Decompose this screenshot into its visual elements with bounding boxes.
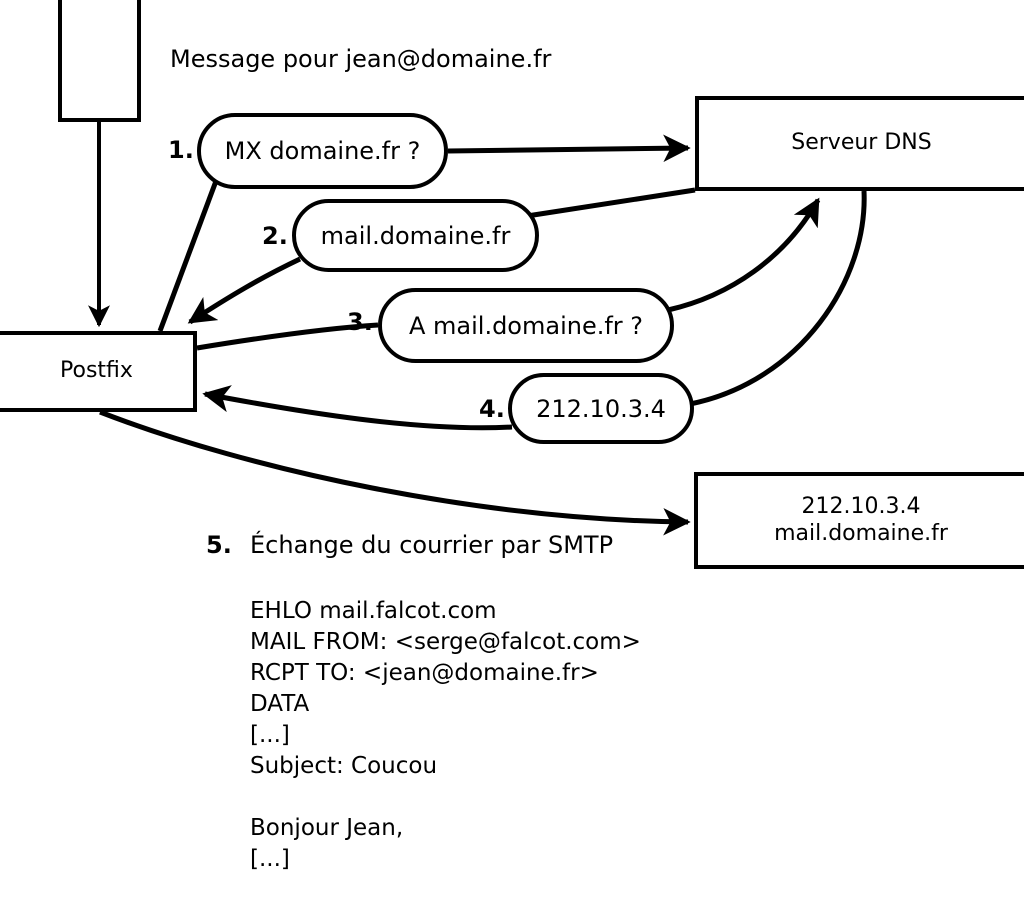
node-dns-server-label: Serveur DNS bbox=[791, 130, 932, 156]
node-target-hostname: mail.domaine.fr bbox=[774, 520, 948, 546]
smtp-transcript-line: DATA bbox=[250, 691, 310, 717]
connector-bubble4-to-postfix bbox=[202, 385, 513, 431]
smtp-transcript-line: RCPT TO: <jean@domaine.fr> bbox=[250, 660, 599, 686]
bubble-step-1-label: MX domaine.fr ? bbox=[224, 137, 421, 165]
bubble-step-3-label: A mail.domaine.fr ? bbox=[408, 311, 644, 340]
step-number-1: 1. bbox=[168, 136, 194, 164]
smtp-transcript-line: Subject: Coucou bbox=[250, 753, 438, 779]
bubble-step-2-mx-answer[interactable]: mail.domaine.fr bbox=[292, 199, 539, 272]
connector-postfix-to-bubble1 bbox=[157, 180, 219, 332]
node-postfix[interactable]: Postfix bbox=[0, 331, 197, 412]
smtp-transcript-line: MAIL FROM: <serge@falcot.com> bbox=[250, 629, 641, 655]
step-number-2: 2. bbox=[262, 222, 288, 250]
connector-bubble2-to-postfix bbox=[187, 256, 302, 325]
bubble-step-4-a-answer[interactable]: 212.10.3.4 bbox=[508, 373, 694, 444]
smtp-transcript-line: EHLO mail.falcot.com bbox=[250, 598, 497, 624]
step-number-5: 5. bbox=[206, 531, 232, 559]
node-dns-server[interactable]: Serveur DNS bbox=[695, 96, 1024, 191]
smtp-transcript-line: . bbox=[250, 906, 641, 919]
bubble-step-3-a-query[interactable]: A mail.domaine.fr ? bbox=[378, 288, 674, 363]
node-postfix-label: Postfix bbox=[60, 358, 133, 384]
message-caption: Message pour jean@domaine.fr bbox=[170, 45, 552, 73]
connector-dns-to-bubble2 bbox=[526, 187, 696, 219]
connector-bubble1-to-dns bbox=[447, 134, 691, 163]
smtp-transcript-line: [...] bbox=[250, 722, 290, 748]
bubble-step-1-mx-query[interactable]: MX domaine.fr ? bbox=[197, 113, 448, 189]
smtp-transcript-line bbox=[250, 875, 641, 906]
node-mail-client[interactable] bbox=[58, 0, 141, 122]
smtp-transcript-line bbox=[250, 782, 641, 813]
node-target-ip: 212.10.3.4 bbox=[801, 493, 921, 519]
smtp-transcript-line: Bonjour Jean, bbox=[250, 815, 404, 841]
smtp-transcript-line: [...] bbox=[250, 846, 290, 872]
node-target-mail-server-label: 212.10.3.4 mail.domaine.fr bbox=[774, 494, 948, 548]
bubble-step-2-label: mail.domaine.fr bbox=[320, 221, 511, 250]
step-number-4: 4. bbox=[479, 395, 505, 423]
connector-dns-to-bubble4 bbox=[689, 190, 867, 407]
bubble-step-4-label: 212.10.3.4 bbox=[536, 394, 666, 423]
node-target-mail-server[interactable]: 212.10.3.4 mail.domaine.fr bbox=[694, 472, 1024, 569]
step-5-label: Échange du courrier par SMTP bbox=[250, 531, 614, 559]
connector-bubble3-to-dns bbox=[667, 197, 821, 313]
step-number-3: 3. bbox=[347, 308, 373, 336]
